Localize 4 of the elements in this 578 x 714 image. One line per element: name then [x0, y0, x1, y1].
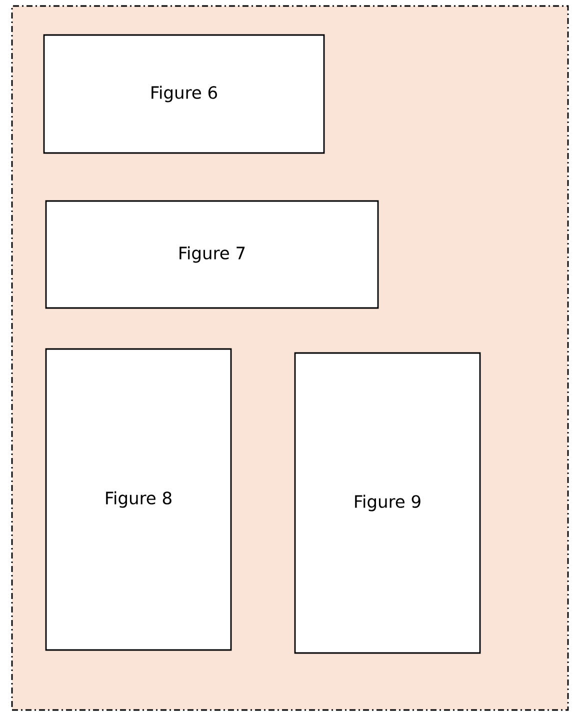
figure-box: Figure 6 — [43, 34, 325, 154]
figure-box: Figure 9 — [294, 352, 481, 654]
figure-box: Figure 8 — [45, 348, 232, 651]
figure-box: Figure 7 — [45, 200, 379, 309]
